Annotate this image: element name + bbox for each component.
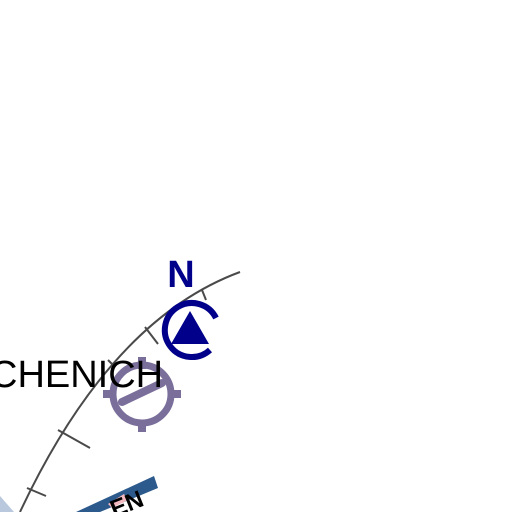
compass-tick: [201, 289, 207, 301]
compass-ticks: [26, 289, 207, 497]
compass-tick: [107, 359, 115, 367]
navaid-triangle-icon[interactable]: [161, 300, 219, 361]
road-stripe-pink: [108, 494, 128, 508]
road-band: EN: [76, 476, 158, 512]
compass-tick: [26, 487, 47, 497]
compass-tick: [144, 326, 159, 345]
road-stripe-upper: [76, 476, 158, 512]
compass-tick: [57, 429, 91, 449]
compass-north-letter: N: [167, 254, 194, 296]
place-label: CHENICH: [0, 354, 163, 396]
water-edge: [0, 496, 14, 512]
compass-ring: [19, 271, 241, 512]
airport-symbol-icon[interactable]: [103, 357, 181, 432]
